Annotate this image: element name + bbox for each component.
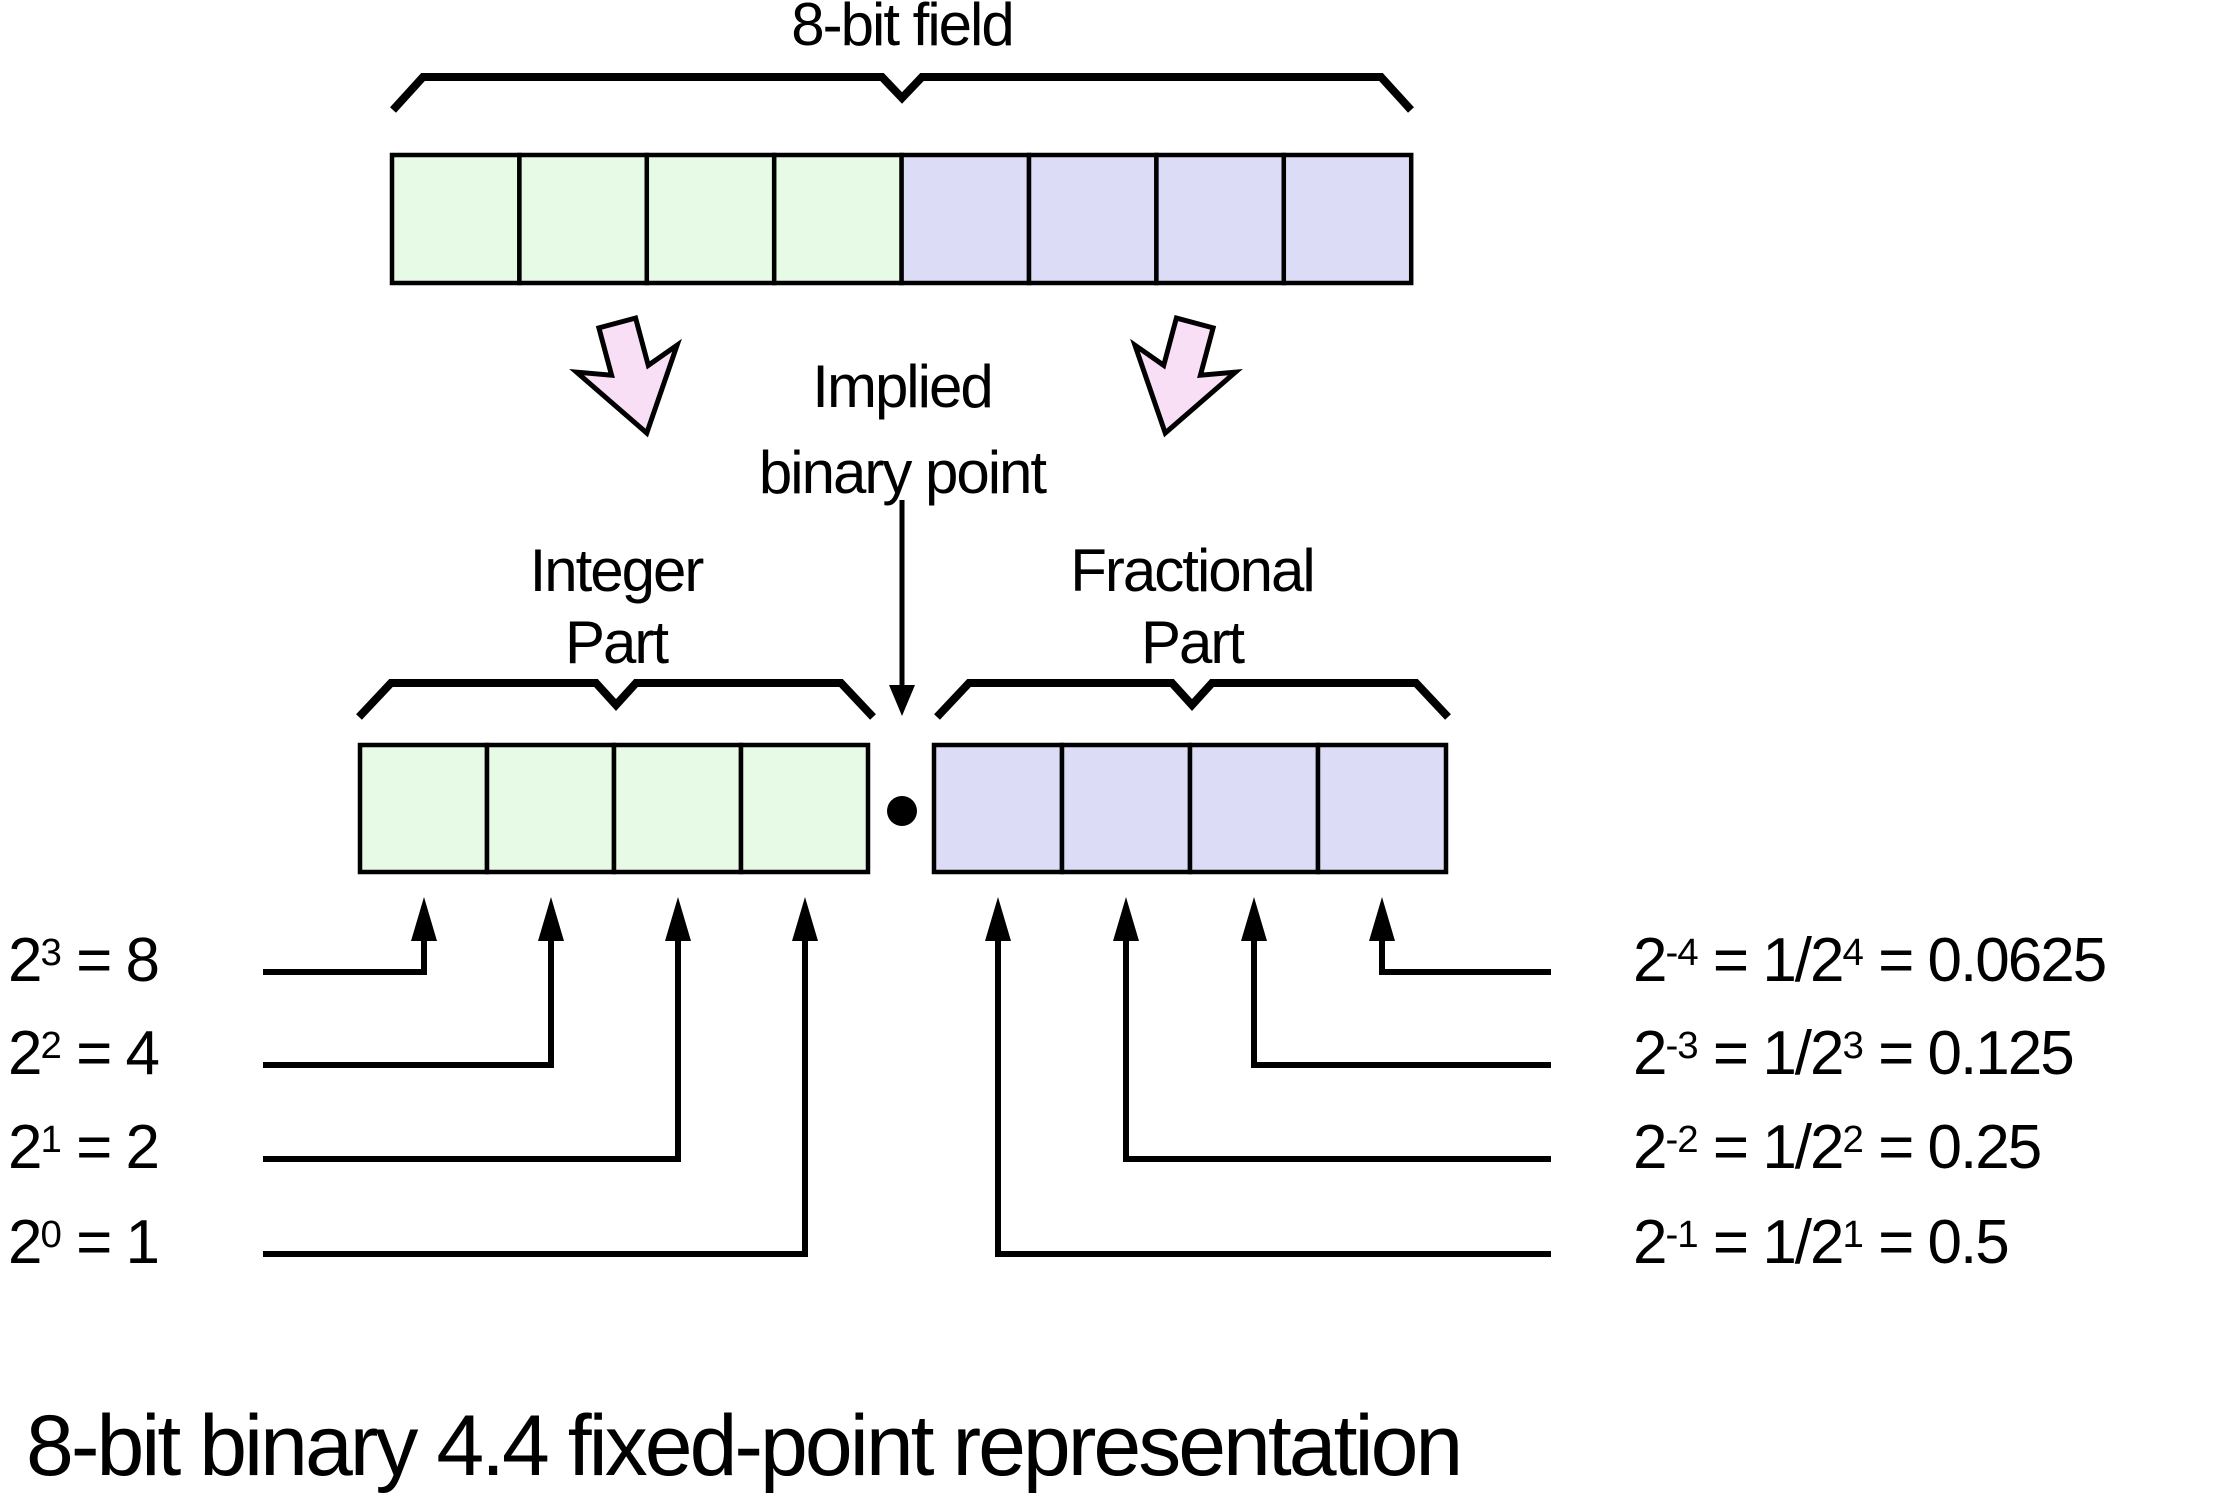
weight-arrow-line <box>263 937 681 1162</box>
integer-part-label-line1: Integer <box>529 537 705 604</box>
bit-field-row <box>389 152 1414 286</box>
integer-bit-cell <box>738 742 871 875</box>
weight-arrow-head <box>1113 897 1139 941</box>
weight-arrow-line <box>1123 937 1551 1162</box>
weight-arrow-line <box>995 937 1551 1257</box>
eight-bit-field-brace <box>390 73 1414 113</box>
integer-part-row <box>357 742 871 875</box>
bit-cell <box>389 152 522 286</box>
integer-weight-label: 23 = 8 <box>8 926 160 995</box>
implied-binary-point-label-line1: Implied <box>812 353 993 420</box>
down-arrow-left-icon <box>569 314 682 438</box>
binary-point-dot <box>887 796 917 826</box>
integer-bit-cell <box>357 742 490 875</box>
fractional-weight-label: 2-1 = 1/21 = 0.5 <box>1633 1208 2010 1277</box>
fractional-bit-cell <box>1187 742 1321 875</box>
weight-arrow-line <box>1251 937 1551 1068</box>
fractional-weight-arrows <box>985 897 1551 1257</box>
bit-cell <box>899 152 1032 286</box>
bit-cell <box>1154 152 1287 286</box>
integer-weight-label: 20 = 1 <box>8 1208 160 1277</box>
down-arrow-right-shape <box>1130 314 1243 438</box>
fractional-part-label-line2: Part <box>1140 609 1245 676</box>
integer-weight-label: 21 = 2 <box>8 1113 160 1182</box>
bit-cell <box>771 152 904 286</box>
weight-arrow-line <box>263 937 808 1257</box>
down-arrow-right-icon <box>1130 314 1243 438</box>
weight-arrow-line <box>263 937 427 975</box>
weight-arrow-head <box>1241 897 1267 941</box>
fractional-part-label-line1: Fractional <box>1070 537 1315 604</box>
fractional-weight-label: 2-4 = 1/24 = 0.0625 <box>1633 926 2107 995</box>
fractional-bit-cell <box>1059 742 1193 875</box>
bit-cell <box>517 152 650 286</box>
bit-cell <box>1026 152 1159 286</box>
fractional-part-brace <box>934 679 1451 720</box>
binary-point-arrow <box>889 500 915 716</box>
weight-arrow-line <box>263 937 554 1068</box>
bit-field-title: 8-bit field <box>791 0 1014 58</box>
integer-weight-arrows <box>263 897 818 1257</box>
weight-arrow-head <box>411 897 437 941</box>
weight-arrow-line <box>1379 937 1551 975</box>
weight-arrow-head <box>792 897 818 941</box>
fractional-weight-label: 2-2 = 1/22 = 0.25 <box>1633 1113 2042 1182</box>
weight-arrow-head <box>665 897 691 941</box>
down-arrow-left-shape <box>569 314 682 438</box>
integer-weight-label: 22 = 4 <box>8 1019 160 1088</box>
weight-arrow-head <box>985 897 1011 941</box>
integer-part-label-line2: Part <box>564 609 669 676</box>
integer-part-brace <box>356 679 876 720</box>
diagram-caption: 8-bit binary 4.4 fixed-point representat… <box>26 1398 1463 1494</box>
bit-cell <box>1281 152 1414 286</box>
integer-bit-cell <box>611 742 744 875</box>
fractional-bit-cell <box>1315 742 1449 875</box>
weight-arrow-head <box>1369 897 1395 941</box>
fractional-bit-cell <box>931 742 1065 875</box>
fractional-weight-label: 2-3 = 1/23 = 0.125 <box>1633 1019 2075 1088</box>
weight-arrow-head <box>538 897 564 941</box>
integer-bit-cell <box>484 742 617 875</box>
implied-binary-point-label-line2: binary point <box>758 439 1047 506</box>
fractional-part-row <box>931 742 1449 875</box>
bit-cell <box>644 152 777 286</box>
